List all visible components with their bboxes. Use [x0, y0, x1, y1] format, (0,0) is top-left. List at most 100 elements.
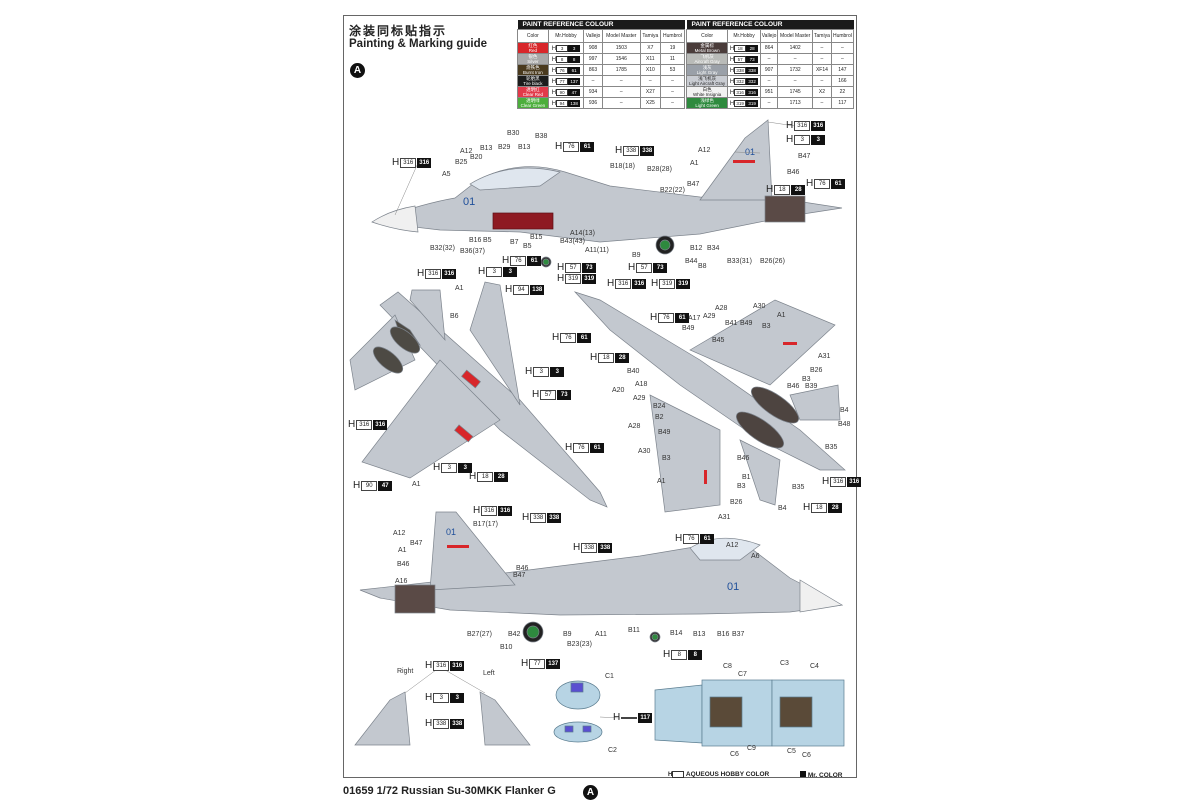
- decal-callout: B14: [670, 630, 683, 637]
- mr-color-code: 338: [640, 145, 655, 156]
- table-title: PAINT REFERENCE COLOUR: [686, 20, 854, 30]
- decal-callout: B22(22): [660, 187, 685, 194]
- legend-mr: Mr. COLOR: [800, 771, 842, 779]
- decal-callout: B15: [530, 234, 543, 241]
- mr-color-code: 138: [530, 284, 545, 295]
- hobby-code: 316: [830, 476, 847, 487]
- mr-color-code: 47: [378, 480, 393, 491]
- hobby-code: 76: [560, 332, 577, 343]
- decal-callout: B12: [690, 245, 703, 252]
- hobby-code: 76: [510, 255, 527, 266]
- hobby-code: 76: [658, 312, 675, 323]
- decal-callout: B49: [682, 325, 695, 332]
- h-prefix: H: [425, 692, 433, 703]
- mr-color-code: 316: [450, 660, 465, 671]
- mr-color-code: 338: [598, 542, 613, 553]
- mr-color-code: 3: [503, 266, 518, 277]
- h-prefix: H: [522, 512, 530, 523]
- hobby-code: 316: [425, 268, 442, 279]
- mr-color-code: 61: [831, 178, 846, 189]
- mr-color-code: 73: [557, 389, 572, 400]
- title-chinese: 涂装同标贴指示: [349, 24, 448, 38]
- decal-callout: B8: [698, 263, 707, 270]
- legend-mr-label: Mr. COLOR: [807, 772, 843, 779]
- decal-callout: B26: [810, 367, 823, 374]
- svg-text:01: 01: [745, 147, 755, 157]
- footer-title: 01659 1/72 Russian Su-30MKK Flanker G: [343, 785, 556, 797]
- legend-aqueous-label: AQUEOUS HOBBY COLOR: [685, 771, 770, 778]
- hobby-code: [621, 716, 638, 719]
- mr-color-code: 73: [582, 262, 597, 273]
- decal-callout: B16: [469, 237, 482, 244]
- h-prefix: H: [525, 366, 533, 377]
- decal-callout: A1: [412, 481, 421, 488]
- decal-callout: A11: [595, 631, 607, 638]
- decal-callout: A12: [460, 148, 473, 155]
- mr-color-code: 3: [458, 462, 473, 473]
- h-prefix: H: [521, 658, 529, 669]
- hobby-code: 3: [533, 366, 550, 377]
- decal-callout: B40: [627, 368, 640, 375]
- hobby-code: 18: [477, 471, 494, 482]
- decal-callout: A14(13): [570, 230, 595, 237]
- leader-lines: [394, 121, 796, 719]
- decal-callout: B4: [778, 505, 787, 512]
- hobby-code: 338: [433, 718, 450, 729]
- mr-color-code: 28: [791, 184, 806, 195]
- h-prefix: H: [615, 145, 623, 156]
- decal-callout: B46: [787, 169, 800, 176]
- h-prefix: H: [806, 178, 814, 189]
- decal-callout: A31: [818, 353, 831, 360]
- decal-callout: A1: [777, 312, 786, 319]
- mr-color-code: 3: [550, 366, 565, 377]
- humbrol-code: –: [659, 86, 686, 98]
- h-prefix: H: [786, 134, 794, 145]
- decal-callout: C7: [738, 671, 747, 678]
- vallejo-code: –: [759, 97, 779, 109]
- decal-callout: B47: [687, 181, 700, 188]
- decal-callout: A1: [398, 547, 407, 554]
- decal-callout: C3: [780, 660, 789, 667]
- decal-callout: B30: [507, 130, 520, 137]
- decal-callout: Left: [483, 670, 495, 677]
- mr-color-swatch-icon: [800, 771, 806, 777]
- decal-callout: B9: [563, 631, 572, 638]
- mr-color-code: 28: [828, 502, 843, 513]
- decal-callout: B3: [662, 455, 671, 462]
- svg-text:01: 01: [463, 196, 475, 208]
- mr-color-code: 319: [582, 273, 597, 284]
- hobby-code: 316: [433, 660, 450, 671]
- mr-color-code: 61: [580, 141, 595, 152]
- decal-callout: B49: [740, 320, 753, 327]
- mr-color-code: 319: [676, 278, 691, 289]
- decal-callout: B13: [518, 144, 531, 151]
- decal-callout: B38: [535, 133, 548, 140]
- mr-color-code: 137: [546, 658, 561, 669]
- decal-callout: B13: [480, 145, 493, 152]
- decal-callout: B3: [737, 483, 746, 490]
- decal-callout: C6: [802, 752, 811, 759]
- h-prefix: H: [766, 184, 774, 195]
- decal-callout: B5: [523, 243, 532, 250]
- h-prefix: H: [473, 505, 481, 516]
- decal-callout: B46: [397, 561, 410, 568]
- mr-color-code: 316: [373, 419, 388, 430]
- decal-callout: B48: [838, 421, 851, 428]
- svg-text:01: 01: [727, 581, 739, 593]
- decal-callout: C8: [723, 663, 732, 670]
- hobby-code: 338: [623, 145, 640, 156]
- decal-callout: A1: [690, 160, 699, 167]
- decal-callout: B4: [840, 407, 849, 414]
- h-prefix: H: [555, 141, 563, 152]
